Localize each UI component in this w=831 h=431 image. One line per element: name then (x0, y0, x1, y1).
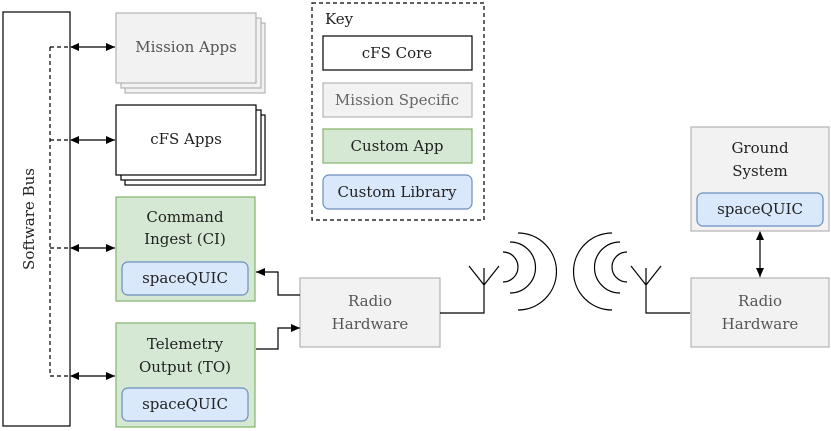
telemetry-output-line2: Output (TO) (139, 358, 231, 376)
ground-system-box: Ground System spaceQUIC (690, 126, 830, 232)
legend-item-core: cFS Core (362, 44, 433, 62)
bus-connectors (49, 43, 115, 380)
arrow-to-to-radio (256, 324, 300, 350)
telemetry-output-line1: Telemetry (147, 335, 224, 353)
legend-swatch-app (322, 128, 473, 164)
radio-ground-line1: Radio (738, 292, 782, 310)
arrow-radio-to-ci (256, 268, 300, 296)
radio-connectors (256, 268, 300, 350)
telemetry-output-library (121, 387, 249, 422)
antenna-local-icon (440, 232, 558, 314)
legend-swatch-library (322, 174, 473, 210)
legend-item-mission: Mission Specific (335, 91, 459, 109)
command-ingest-library-label: spaceQUIC (142, 269, 228, 287)
mission-apps-stack: Mission Apps (115, 12, 266, 94)
telemetry-output-box: Telemetry Output (TO) spaceQUIC (115, 322, 256, 428)
legend: Key cFS Core Mission Specific Custom App… (311, 2, 485, 221)
legend-swatch-mission (322, 82, 473, 118)
ground-system-line2: System (732, 162, 788, 180)
legend-item-app: Custom App (351, 137, 444, 155)
ground-system-line1: Ground (731, 139, 789, 157)
software-bus-label: Software Bus (20, 168, 38, 270)
radio-hardware-ground: Radio Hardware (690, 277, 830, 348)
cfs-apps-stack: cFS Apps (115, 104, 266, 186)
command-ingest-box: Command Ingest (CI) spaceQUIC (115, 196, 256, 302)
command-ingest-library (121, 261, 249, 296)
legend-item-library: Custom Library (337, 183, 457, 201)
radio-ground-line2: Hardware (722, 315, 799, 333)
legend-swatch-core (322, 35, 473, 71)
cfs-apps-label: cFS Apps (150, 130, 222, 148)
command-ingest-line2: Ingest (CI) (144, 230, 226, 248)
mission-apps-label: Mission Apps (135, 38, 237, 56)
antenna-ground-icon (572, 232, 690, 314)
ground-system-library-label: spaceQUIC (717, 200, 803, 218)
software-bus: Software Bus (2, 11, 71, 427)
radio-local-line2: Hardware (332, 315, 409, 333)
legend-title: Key (325, 10, 354, 28)
command-ingest-line1: Command (146, 208, 224, 226)
ground-system-library (696, 192, 824, 227)
radio-local-line1: Radio (348, 292, 392, 310)
telemetry-output-library-label: spaceQUIC (142, 395, 228, 413)
radio-hardware-local: Radio Hardware (299, 277, 441, 348)
